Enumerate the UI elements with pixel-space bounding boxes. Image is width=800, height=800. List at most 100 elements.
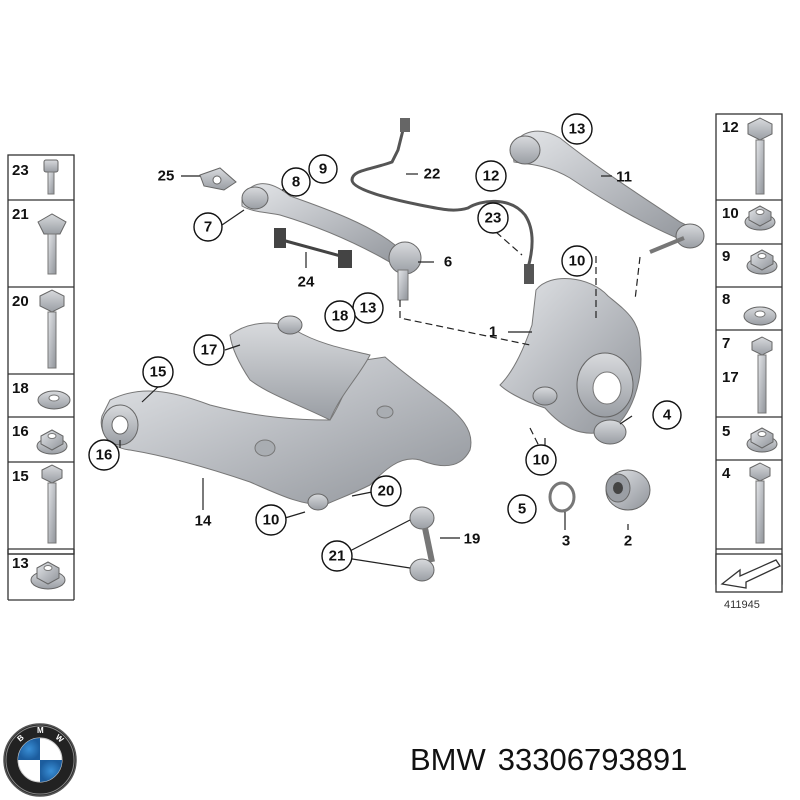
long-bolt-icon — [751, 336, 773, 414]
hex-nut-icon — [746, 427, 778, 453]
svg-text:B: B — [16, 733, 26, 744]
flange-bolt-icon — [37, 213, 67, 275]
wiring-bracket — [274, 228, 352, 268]
svg-text:24: 24 — [298, 274, 315, 291]
svg-text:6: 6 — [444, 254, 452, 271]
svg-text:10: 10 — [569, 253, 586, 270]
flange-nut-large-icon — [30, 561, 66, 590]
callout-22: 22 — [424, 166, 441, 183]
bmw-logo: B M W — [3, 723, 77, 797]
callout-10-arm: 10 — [255, 504, 287, 536]
callout-18: 18 — [324, 300, 356, 332]
right-cell-4-label: 4 — [722, 465, 731, 482]
svg-text:10: 10 — [533, 452, 550, 469]
svg-text:9: 9 — [319, 161, 327, 178]
svg-text:4: 4 — [663, 407, 672, 424]
svg-text:12: 12 — [483, 168, 500, 185]
ball-joint — [388, 241, 422, 275]
svg-text:16: 16 — [96, 447, 113, 464]
svg-text:15: 15 — [150, 364, 167, 381]
callout-10-top: 10 — [561, 245, 593, 277]
svg-text:22: 22 — [424, 166, 441, 183]
callout-14: 14 — [195, 513, 212, 530]
long-bolt-icon — [41, 464, 63, 544]
callout-13-top: 13 — [561, 113, 593, 145]
svg-text:8: 8 — [292, 174, 300, 191]
right-cell-17-label: 17 — [722, 369, 739, 386]
callout-3: 3 — [562, 533, 570, 550]
callout-13-mid: 13 — [352, 292, 384, 324]
right-cell-5-label: 5 — [722, 423, 730, 440]
callout-7: 7 — [193, 212, 223, 242]
callout-2: 2 — [624, 533, 632, 550]
callout-19: 19 — [464, 531, 481, 548]
right-cell-10-label: 10 — [722, 205, 739, 222]
right-cell-7-label: 7 — [722, 335, 730, 352]
svg-text:14: 14 — [195, 513, 212, 530]
callout-21: 21 — [321, 540, 353, 572]
svg-text:19: 19 — [464, 531, 481, 548]
washer-icon — [743, 306, 777, 326]
brand-name: BMW — [410, 742, 486, 777]
left-cell-16-label: 16 — [12, 423, 29, 440]
left-cell-15-label: 15 — [12, 468, 29, 485]
diagram-id: 411945 — [724, 599, 760, 611]
hex-bolt-icon — [747, 117, 773, 195]
callout-17: 17 — [193, 334, 225, 366]
callout-16: 16 — [88, 439, 120, 471]
flange-nut-icon — [36, 429, 68, 455]
illustration — [100, 118, 705, 582]
callout-6: 6 — [444, 254, 452, 271]
right-cell-9-label: 9 — [722, 248, 730, 265]
svg-text:M: M — [37, 726, 44, 735]
right-hardware-column: 12 10 9 8 7 17 5 4 — [715, 113, 783, 611]
svg-text:21: 21 — [329, 548, 346, 565]
callout-9: 9 — [308, 154, 338, 184]
callout-23: 23 — [477, 202, 509, 234]
sensor-wire — [350, 125, 534, 269]
hex-bolt-icon — [749, 462, 771, 544]
svg-text:10: 10 — [263, 512, 280, 529]
svg-text:18: 18 — [332, 308, 349, 325]
svg-text:20: 20 — [378, 483, 395, 500]
svg-text:25: 25 — [158, 168, 175, 185]
rubber-bushing — [605, 469, 651, 511]
svg-text:11: 11 — [616, 169, 632, 186]
hex-nut-icon — [744, 205, 776, 231]
socket-bolt-icon — [43, 159, 59, 195]
part-caption: BMW 33306793891 — [410, 742, 699, 778]
sensor-connector — [400, 118, 410, 132]
right-cell-12-label: 12 — [722, 119, 739, 136]
hex-bolt-icon — [39, 289, 65, 369]
callout-8: 8 — [281, 167, 311, 197]
svg-text:W: W — [54, 733, 66, 745]
left-cell-18-label: 18 — [12, 380, 29, 397]
part-number: 33306793891 — [497, 742, 688, 777]
sensor-head — [524, 264, 534, 284]
svg-text:2: 2 — [624, 533, 632, 550]
svg-text:17: 17 — [201, 342, 218, 359]
left-cell-20-label: 20 — [12, 293, 29, 310]
left-cell-21-label: 21 — [12, 206, 29, 223]
callout-10-carrier: 10 — [525, 444, 557, 476]
callout-20: 20 — [370, 475, 402, 507]
svg-text:23: 23 — [485, 210, 502, 227]
callout-1: 1 — [489, 324, 497, 341]
svg-text:7: 7 — [204, 219, 212, 236]
svg-text:5: 5 — [518, 501, 526, 518]
svg-text:1: 1 — [489, 324, 497, 341]
svg-text:13: 13 — [569, 121, 586, 138]
callout-4: 4 — [652, 400, 682, 430]
o-ring — [548, 481, 576, 513]
callout-11: 11 — [616, 169, 632, 186]
right-cell-8-label: 8 — [722, 291, 730, 308]
lower-wishbone — [100, 356, 472, 506]
callout-15: 15 — [142, 356, 174, 388]
callouts: 1 2 3 4 5 6 7 8 9 10 10 10 11 12 13 13 1… — [88, 113, 682, 572]
stabilizer-link — [409, 506, 435, 582]
svg-text:3: 3 — [562, 533, 570, 550]
callout-12: 12 — [475, 160, 507, 192]
hex-nut-icon — [746, 249, 778, 275]
callout-25: 25 — [158, 168, 175, 185]
